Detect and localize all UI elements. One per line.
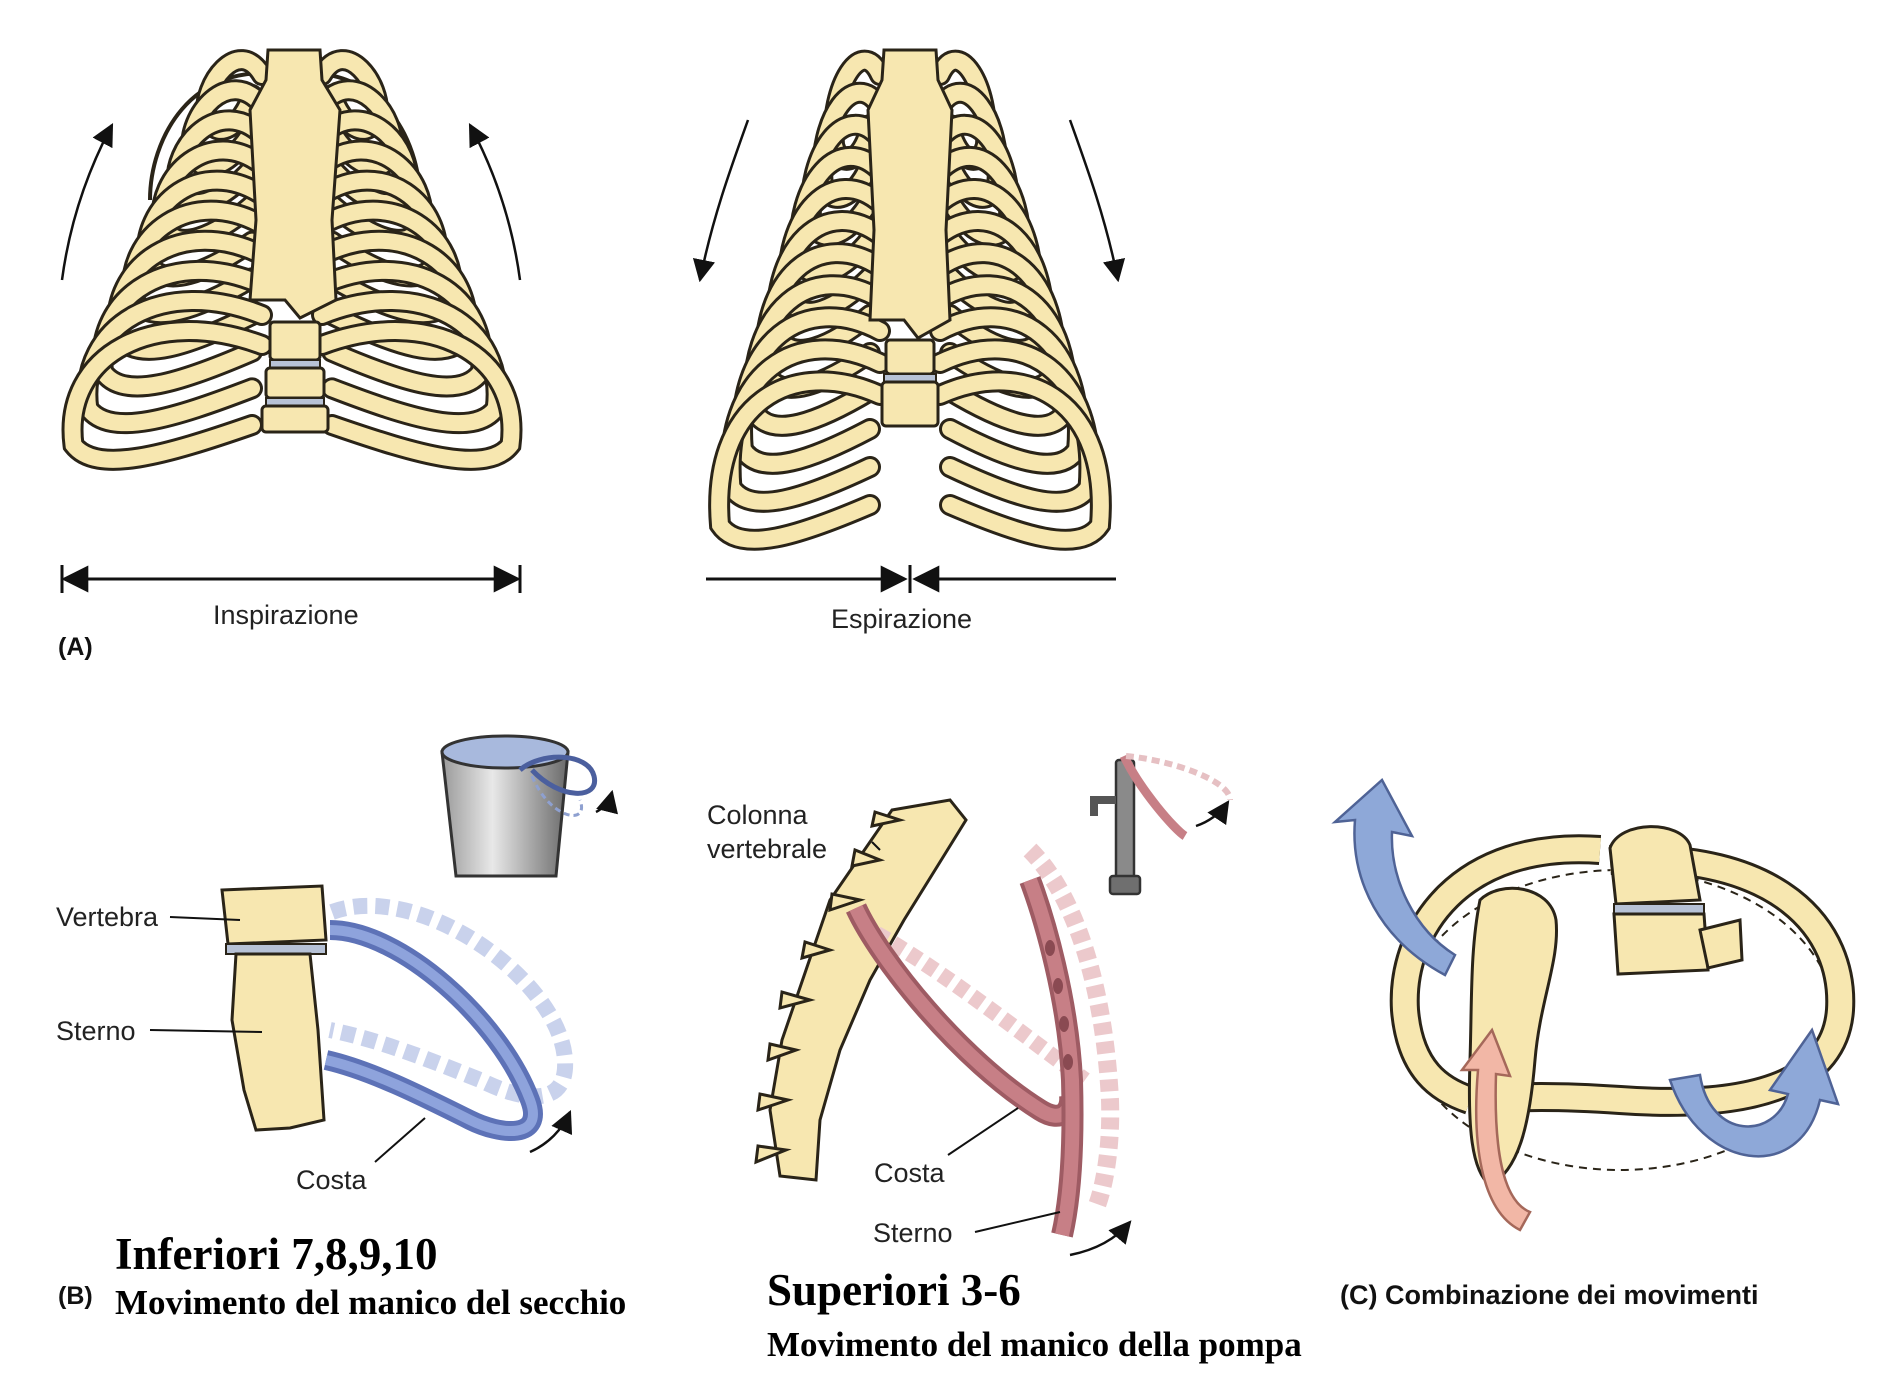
inspiration-label: Inspirazione (213, 600, 359, 630)
rib (932, 373, 1109, 548)
sternum-previous-position (1023, 843, 1120, 1215)
panel-b-subtitle: Movimento del manico del secchio (115, 1283, 627, 1322)
sternum-b (230, 952, 326, 1132)
pump-rotation-arrow (1069, 1220, 1132, 1257)
expiration-width-line (706, 565, 1116, 593)
sternum-inspiration (248, 48, 342, 320)
spine-inspiration (260, 320, 330, 434)
inspiration-width-line (60, 565, 522, 593)
costa-label-pump: Costa (874, 1158, 945, 1188)
bucket-icon (440, 734, 618, 878)
costa-label-b: Costa (296, 1165, 367, 1195)
rib-rotation-arrow (529, 1109, 573, 1154)
rib-ring-left (1392, 837, 1601, 1112)
pump-handle-diagram (754, 753, 1233, 1257)
sterno-label-b: Sterno (56, 1016, 136, 1046)
panel-b-title: Inferiori 7,8,9,10 (115, 1229, 438, 1279)
vertebral-column (768, 798, 968, 1182)
expiration-label: Espirazione (831, 604, 973, 634)
pump-title: Superiori 3-6 (767, 1265, 1021, 1315)
panel-c-caption: (C) Combinazione dei movimenti (1340, 1280, 1759, 1310)
vertebrale-label: vertebrale (707, 834, 828, 864)
arrow-down-left (692, 119, 750, 283)
panel-b-letter: (B) (58, 1282, 93, 1310)
vertebra-b (220, 884, 328, 946)
pink-arrow (1459, 1027, 1532, 1232)
rib (711, 373, 888, 548)
sternum-expiration (866, 48, 954, 340)
rib-previous-position (328, 898, 574, 1105)
spine-expiration (880, 338, 940, 428)
rib-blue-highlight (324, 925, 538, 1137)
bucket-handle-diagram (149, 734, 618, 1163)
ribcage-expiration (692, 48, 1126, 593)
rib-previous-position-pump (856, 917, 1090, 1087)
colonna-label: Colonna (707, 800, 808, 830)
rib (64, 323, 270, 468)
pump-subtitle: Movimento del manico della pompa (767, 1325, 1302, 1364)
ribcage-inspiration (60, 48, 523, 593)
ribs-expiration (708, 49, 1112, 551)
arrow-up-right (468, 123, 522, 281)
sterno-label-pump: Sterno (873, 1218, 953, 1248)
ribs-inspiration (61, 49, 523, 471)
blue-arrow-left (1331, 778, 1457, 977)
arrow-up-left (60, 123, 114, 281)
arrow-down-right (1068, 119, 1126, 283)
blue-arrow-right (1668, 1027, 1840, 1158)
pump-icon (1090, 753, 1233, 896)
combined-movement-diagram (1331, 778, 1856, 1232)
rib (314, 323, 520, 468)
vertebra-label: Vertebra (56, 902, 159, 932)
panel-a-letter: (A) (58, 633, 93, 661)
vertebra-c (1608, 825, 1744, 976)
